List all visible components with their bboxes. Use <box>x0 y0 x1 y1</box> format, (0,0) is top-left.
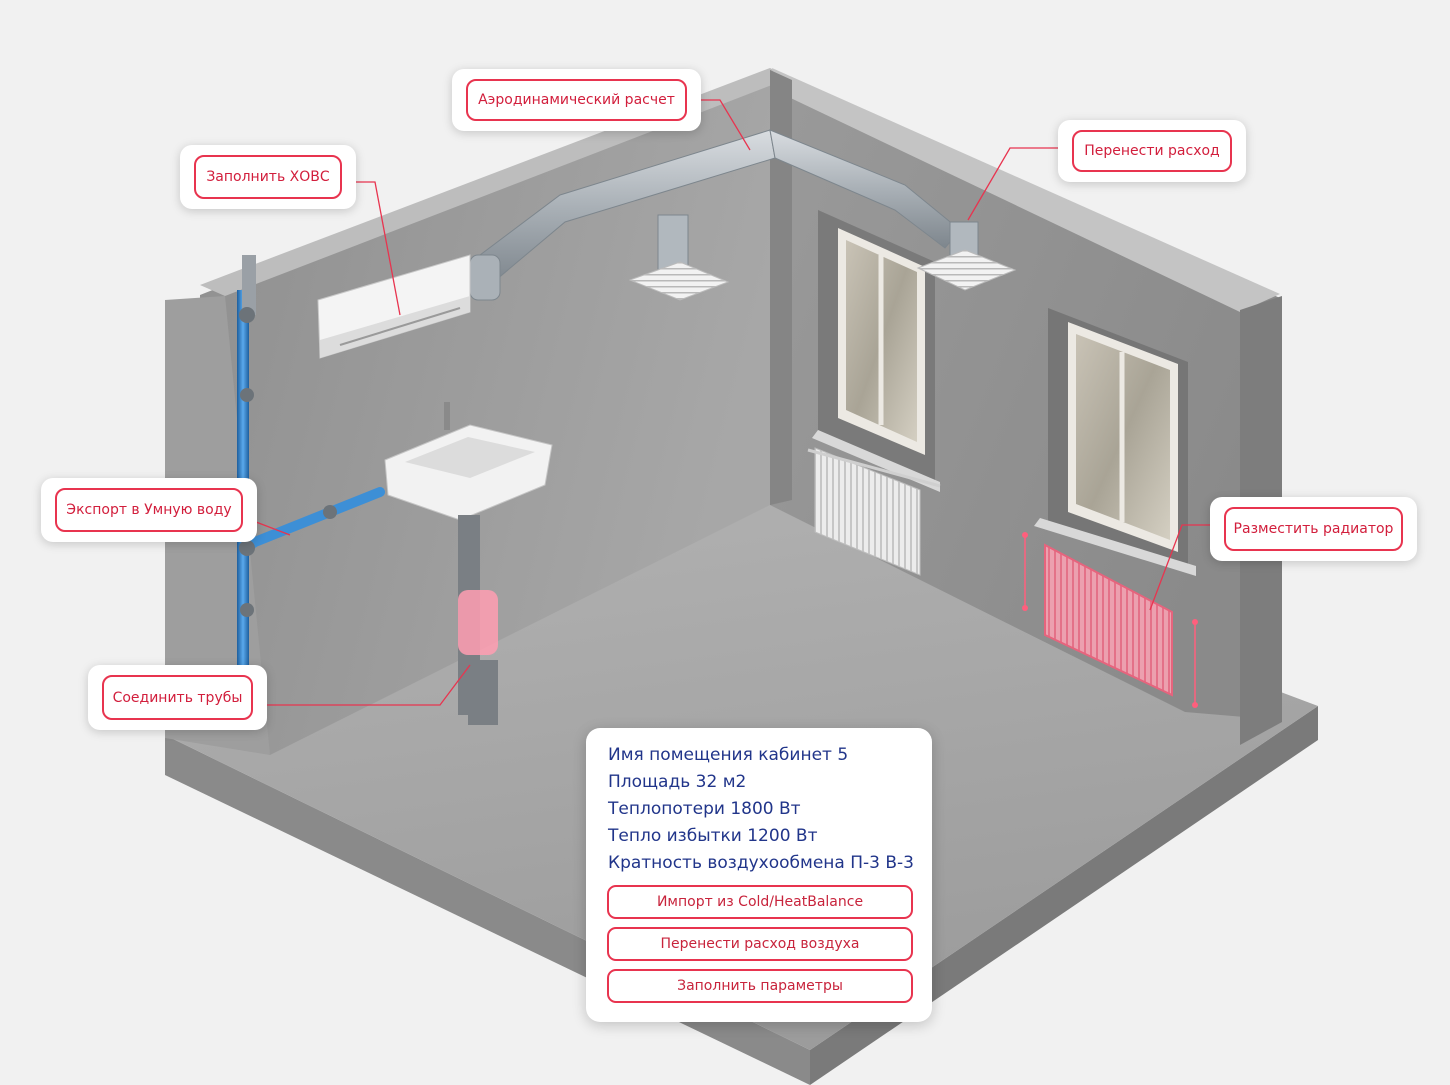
floor-slab-side-right <box>810 706 1318 1085</box>
import-heatbalance-button[interactable]: Импорт из Cold/HeatBalance <box>607 885 913 919</box>
drain-pipe <box>458 515 498 725</box>
room-name: Имя помещения кабинет 5 <box>608 745 849 765</box>
callout-radiator: Разместить радиатор <box>1210 497 1417 561</box>
fill-hovs-button[interactable]: Заполнить ХОВС <box>194 155 342 199</box>
corner-column <box>770 70 792 505</box>
diffuser-left <box>628 261 730 301</box>
callout-leaders <box>255 99 1220 706</box>
transfer-flow-button[interactable]: Перенести расход <box>1072 130 1232 172</box>
room-info-panel: Имя помещения кабинет 5 Площадь 32 м2 Те… <box>586 728 932 1022</box>
room-area: Площадь 32 м2 <box>608 772 747 792</box>
callout-pipes: Соединить трубы <box>88 665 267 730</box>
aerodynamic-calc-button[interactable]: Аэродинамический расчет <box>466 79 687 121</box>
right-wall-top <box>772 68 1280 312</box>
sink <box>384 402 553 521</box>
room-heat-loss: Теплопотери 1800 Вт <box>608 799 801 819</box>
radiator-white <box>807 447 941 576</box>
room-air-exchange: Кратность воздухообмена П-3 В-3 <box>608 853 914 873</box>
radiator-highlighted <box>1022 532 1198 708</box>
export-smart-water-button[interactable]: Экспорт в Умную воду <box>55 488 243 532</box>
window-right <box>1034 308 1196 576</box>
air-duct <box>469 129 1017 301</box>
diffuser-right <box>916 249 1017 291</box>
room-heat-excess: Тепло избытки 1200 Вт <box>608 826 818 846</box>
callout-hovs: Заполнить ХОВС <box>180 145 356 209</box>
transfer-air-flow-button[interactable]: Перенести расход воздуха <box>607 927 913 961</box>
callout-aerodynamic: Аэродинамический расчет <box>452 69 701 131</box>
fill-parameters-button[interactable]: Заполнить параметры <box>607 969 913 1003</box>
callout-transfer: Перенести расход <box>1058 120 1246 182</box>
place-radiator-button[interactable]: Разместить радиатор <box>1224 507 1403 551</box>
callout-export: Экспорт в Умную воду <box>41 478 257 542</box>
air-conditioner <box>317 254 471 359</box>
window-left <box>812 210 940 492</box>
connect-pipes-button[interactable]: Соединить трубы <box>102 675 253 720</box>
